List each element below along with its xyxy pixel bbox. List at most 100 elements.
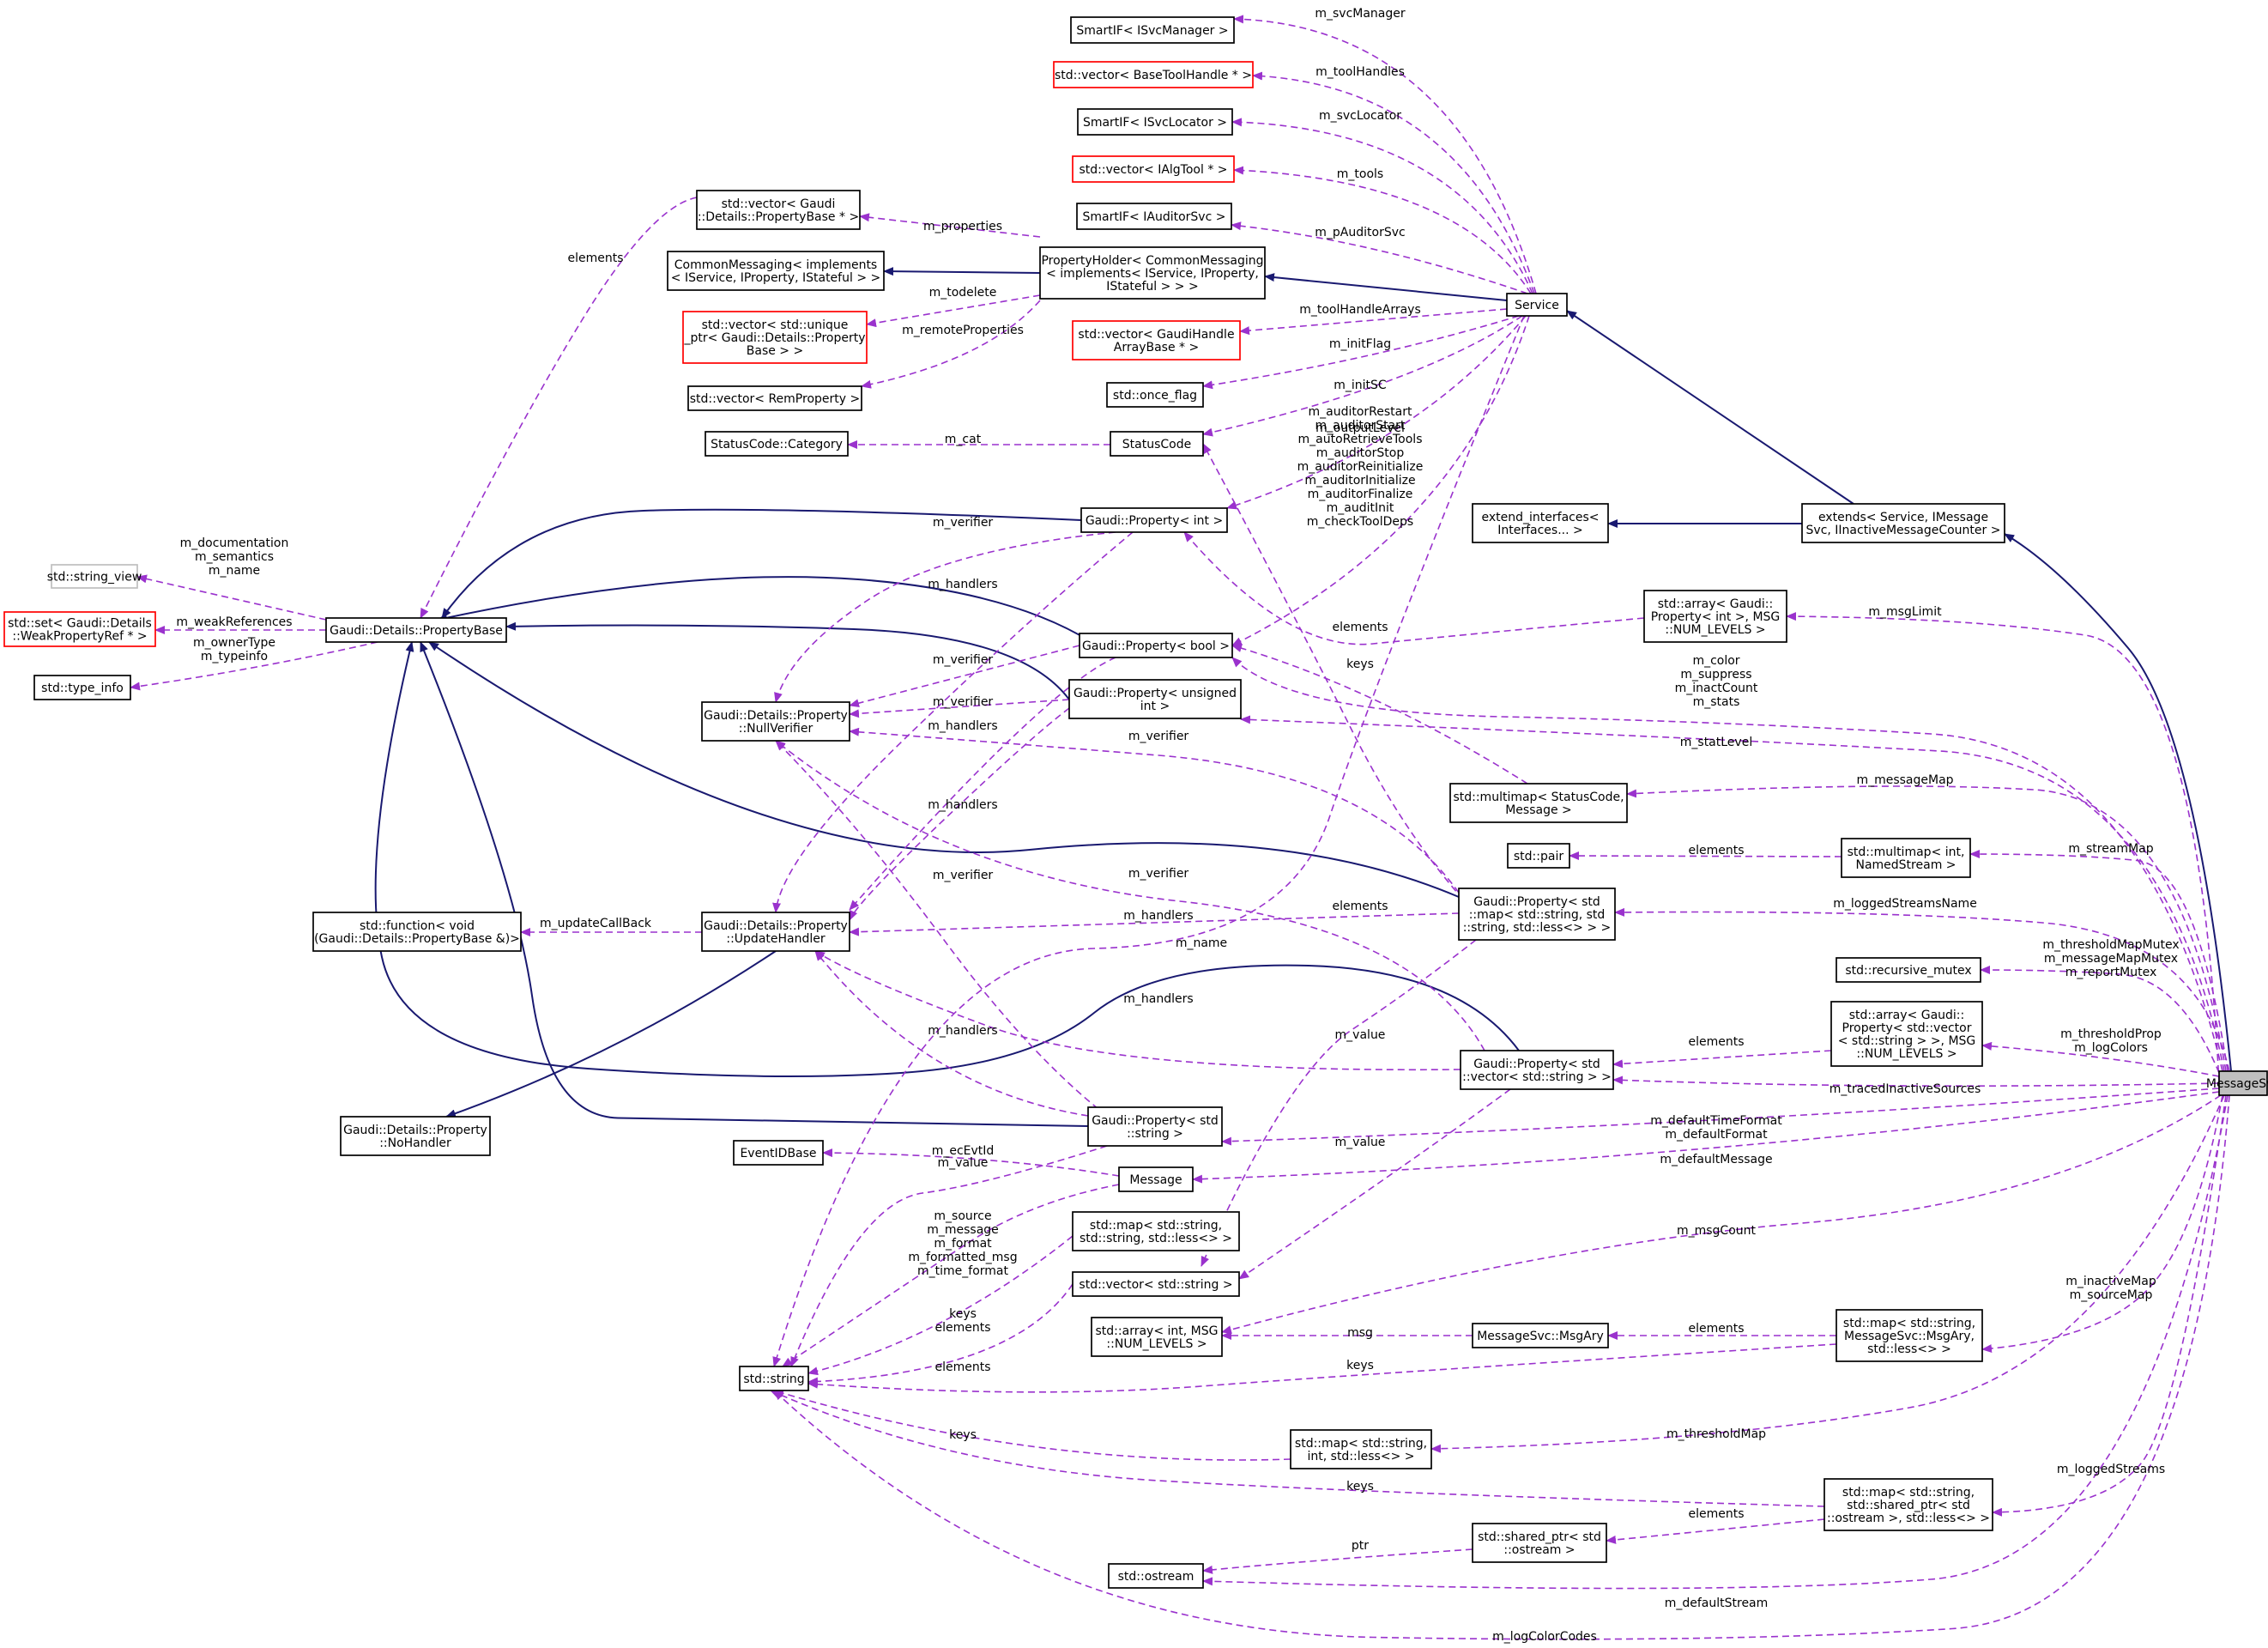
- class-node-label: std::vector< Gaudi: [722, 197, 836, 211]
- class-node-vpropbase[interactable]: std::vector< Gaudi::Details::PropertyBas…: [696, 190, 861, 230]
- class-node-arrvecstr[interactable]: std::array< Gaudi::Property< std::vector…: [1830, 1001, 1983, 1067]
- class-node-stdpair[interactable]: std::pair: [1507, 843, 1570, 869]
- edge-label: m_loggedStreamsName: [1833, 897, 1977, 911]
- usage-edge: [849, 699, 1070, 718]
- class-node-label: std::once_flag: [1113, 389, 1197, 403]
- edge-label: m_value: [1335, 1136, 1386, 1149]
- edge-label: m_tracedInactiveSources: [1830, 1082, 1981, 1096]
- class-node-strview[interactable]: std::string_view: [47, 564, 142, 589]
- class-node-vuptr[interactable]: std::vector< std::unique_ptr< Gaudi::Det…: [682, 311, 868, 364]
- class-node-svcmgr[interactable]: SmartIF< ISvcManager >: [1070, 16, 1235, 44]
- class-node-propvec[interactable]: Gaudi::Property< std::vector< std::strin…: [1460, 1050, 1614, 1090]
- usage-edge: [1569, 851, 1842, 861]
- class-node-onceflag[interactable]: std::once_flag: [1106, 382, 1204, 408]
- class-node-label: Message >: [1505, 803, 1572, 817]
- class-node-label: Gaudi::Details::PropertyBase: [330, 624, 503, 638]
- class-node-vtoolh[interactable]: std::vector< BaseToolHandle * >: [1053, 61, 1254, 88]
- class-node-svcloc[interactable]: SmartIF< ISvcLocator >: [1077, 108, 1233, 136]
- class-node-nohandler[interactable]: Gaudi::Details::Property::NoHandler: [340, 1116, 491, 1156]
- class-node-arrmsgint[interactable]: std::array< Gaudi::Property< int >, MSG:…: [1643, 590, 1787, 643]
- class-node-arrint[interactable]: std::array< int, MSG::NUM_LEVELS >: [1091, 1317, 1223, 1357]
- class-node-typeinfo[interactable]: std::type_info: [33, 675, 131, 700]
- class-node-nullverif[interactable]: Gaudi::Details::Property::NullVerifier: [701, 701, 850, 742]
- class-node-mmstatus[interactable]: std::multimap< StatusCode,Message >: [1449, 783, 1628, 823]
- edge-label: m_svcLocator: [1319, 109, 1401, 123]
- class-node-propmap[interactable]: Gaudi::Property< std::map< std::string, …: [1458, 888, 1616, 941]
- edge-label: m_name: [1176, 936, 1227, 950]
- class-node-propstr[interactable]: Gaudi::Property< std::string >: [1087, 1106, 1223, 1147]
- edge-label: m_remoteProperties: [902, 324, 1024, 337]
- usage-edge: [849, 727, 1460, 894]
- edge-label: msg: [1347, 1326, 1373, 1340]
- usage-edge: [775, 740, 1485, 1051]
- edge-label: m_verifier: [933, 516, 994, 530]
- edge-label: m_handlers: [928, 1024, 997, 1038]
- edge-label: m_loggedStreams: [2057, 1463, 2165, 1476]
- class-node-sharedptr[interactable]: std::shared_ptr< std::ostream >: [1472, 1523, 1607, 1563]
- class-node-propint[interactable]: Gaudi::Property< int >: [1080, 507, 1228, 533]
- class-node-propholder[interactable]: PropertyHolder< CommonMessaging< impleme…: [1039, 246, 1266, 300]
- class-node-label: std::shared_ptr< std: [1478, 1530, 1601, 1544]
- class-node-propbool[interactable]: Gaudi::Property< bool >: [1079, 633, 1233, 658]
- edge-label: m_todelete: [929, 286, 997, 300]
- edge-label: m_formatted_msg: [908, 1251, 1017, 1264]
- class-node-auditor[interactable]: SmartIF< IAuditorSvc >: [1076, 203, 1232, 230]
- class-node-message[interactable]: Message: [1118, 1166, 1194, 1192]
- class-node-mapstrstr[interactable]: std::map< std::string,std::string, std::…: [1072, 1211, 1240, 1251]
- usage-edge: [1981, 1041, 2220, 1077]
- class-node-stdstring[interactable]: std::string: [739, 1366, 809, 1391]
- class-node-updhandler[interactable]: Gaudi::Details::Property::UpdateHandler: [701, 912, 850, 952]
- class-node-label: ::ostream >: [1503, 1543, 1575, 1557]
- usage-edge: [814, 950, 1089, 1117]
- class-node-box: [51, 564, 138, 589]
- edge-label: m_typeinfo: [201, 650, 268, 663]
- class-node-ostream[interactable]: std::ostream: [1108, 1563, 1204, 1589]
- usage-edge: [1239, 308, 1508, 336]
- class-node-box: [705, 431, 849, 457]
- edge-label: m_sourceMap: [2070, 1288, 2153, 1302]
- class-node-label: std::vector< RemProperty >: [690, 392, 860, 406]
- class-node-service[interactable]: Service: [1506, 293, 1568, 317]
- class-node-mmnamed[interactable]: std::multimap< int,NamedStream >: [1841, 838, 1971, 878]
- class-node-box: [1106, 382, 1204, 408]
- class-node-mapstrint[interactable]: std::map< std::string,int, std::less<> >: [1290, 1429, 1432, 1469]
- class-node-vremprop[interactable]: std::vector< RemProperty >: [687, 385, 862, 411]
- class-node-box: [1836, 957, 1981, 983]
- class-node-label: Property< int >, MSG: [1651, 610, 1781, 624]
- usage-edge: [1980, 966, 2220, 1074]
- usage-edge: [1231, 315, 1530, 646]
- class-node-box: [701, 912, 850, 952]
- class-node-msgsvc[interactable]: MessageSvc: [2206, 1070, 2268, 1096]
- class-node-mapshared[interactable]: std::map< std::string,std::shared_ptr< s…: [1823, 1478, 1993, 1531]
- edge-label: m_initFlag: [1329, 337, 1391, 351]
- class-node-label: Svc, IInactiveMessageCounter >: [1806, 524, 2001, 537]
- class-node-stdfunc[interactable]: std::function< void(Gaudi::Details::Prop…: [312, 912, 522, 952]
- class-node-propbase[interactable]: Gaudi::Details::PropertyBase: [325, 617, 507, 643]
- class-node-setweak[interactable]: std::set< Gaudi::Details::WeakPropertyRe…: [3, 611, 156, 647]
- class-node-eventid[interactable]: EventIDBase: [733, 1140, 824, 1166]
- class-node-sccat[interactable]: StatusCode::Category: [705, 431, 849, 457]
- class-node-label: extend_interfaces<: [1482, 511, 1600, 524]
- class-node-label: (Gaudi::Details::PropertyBase &)>: [314, 932, 520, 946]
- class-node-label: std::vector< std::string >: [1079, 1278, 1232, 1292]
- class-node-box: [682, 311, 868, 364]
- class-node-cmsg[interactable]: CommonMessaging< implements< IService, I…: [667, 251, 885, 291]
- class-node-label: ::string, std::less<> > >: [1463, 921, 1612, 935]
- class-node-box: [1076, 203, 1232, 230]
- usage-edge: [1231, 657, 2223, 1072]
- class-node-recmutex[interactable]: std::recursive_mutex: [1836, 957, 1981, 983]
- class-node-statuscode[interactable]: StatusCode: [1110, 431, 1204, 457]
- edge-label: m_name: [209, 564, 260, 578]
- edge-label: m_messageMapMutex: [2044, 952, 2178, 966]
- usage-edge: [774, 531, 1116, 703]
- usage-edge: [1606, 1518, 1825, 1544]
- edge-label: m_auditInit: [1327, 501, 1394, 515]
- class-node-mapmsgary[interactable]: std::map< std::string,MessageSvc::MsgAry…: [1836, 1309, 1983, 1362]
- class-node-msgary[interactable]: MessageSvc::MsgAry: [1472, 1323, 1609, 1348]
- class-node-extifaces[interactable]: extend_interfaces<Interfaces... >: [1472, 503, 1609, 543]
- class-node-valgtool[interactable]: std::vector< IAlgTool * >: [1072, 155, 1235, 183]
- class-node-vecstr[interactable]: std::vector< std::string >: [1072, 1271, 1240, 1297]
